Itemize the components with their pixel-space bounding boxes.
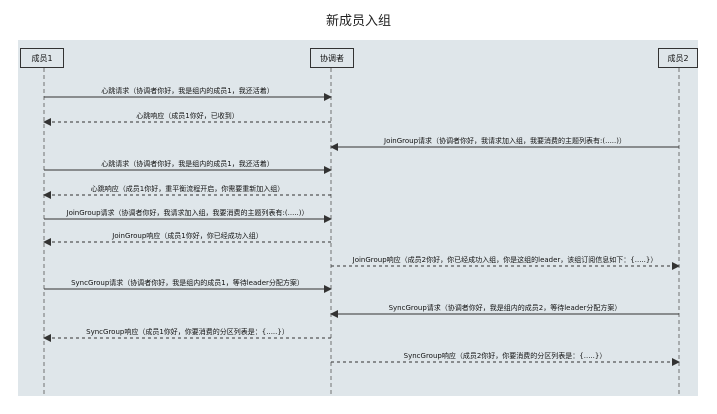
message-label-5: 心跳响应（成员1你好，重平衡流程开启，你需要重新加入组） (91, 184, 284, 193)
diagram-title: 新成员入组 (325, 14, 391, 29)
message-label-9: SyncGroup请求（协调者你好，我是组内的成员1，等待leader分配方案） (71, 278, 304, 287)
participant-box-member2: 成员2 (658, 48, 698, 68)
message-label-3: JoinGroup请求（协调者你好，我请求加入组，我要消费的主题列表有:(...… (383, 136, 626, 145)
message-label-8: JoinGroup响应（成员2你好，你已经成功入组，你是这组的leader，该组… (352, 255, 658, 264)
message-label-2: 心跳响应（成员1你好，已收到） (136, 111, 238, 120)
message-label-1: 心跳请求（协调者你好，我是组内的成员1，我还活着） (101, 86, 273, 95)
message-label-10: SyncGroup请求（协调者你好，我是组内的成员2，等待leader分配方案） (389, 303, 622, 312)
message-label-11: SyncGroup响应（成员1你好，你要消费的分区列表是：{.....}） (86, 327, 289, 336)
diagram-background (18, 40, 698, 396)
participant-box-coordinator: 协调者 (310, 48, 354, 68)
message-label-7: JoinGroup响应（成员1你好，你已经成功入组） (111, 231, 263, 240)
message-label-6: JoinGroup请求（协调者你好，我请求加入组，我要消费的主题列表有:(...… (66, 208, 309, 217)
message-label-4: 心跳请求（协调者你好，我是组内的成员1，我还活着） (101, 159, 273, 168)
participant-box-member1: 成员1 (20, 48, 64, 68)
message-label-12: SyncGroup响应（成员2你好，你要消费的分区列表是：{.....}） (404, 351, 607, 360)
